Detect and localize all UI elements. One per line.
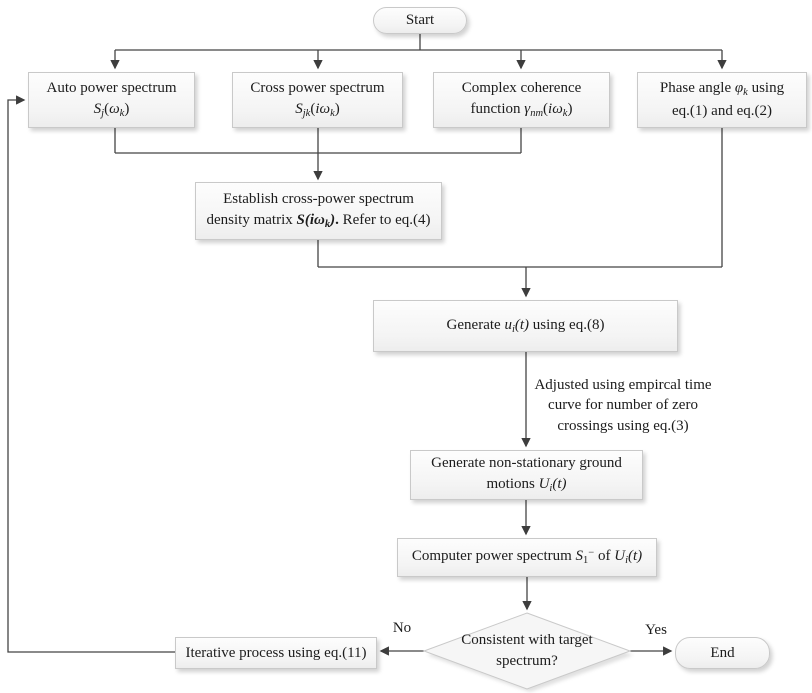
annotation-line3: crossings using eq.(3) xyxy=(557,417,689,434)
iterative-label: Iterative process using eq.(11) xyxy=(185,644,367,661)
node-decision: Consistent with target spectrum? xyxy=(444,618,610,684)
end-label: End xyxy=(710,644,735,661)
node-end: End xyxy=(675,637,770,669)
node-establish-matrix: Establish cross-power spectrum density m… xyxy=(195,182,442,240)
phase-line2: eq.(1) and eq.(2) xyxy=(672,102,772,119)
auto-power-line1: Auto power spectrum xyxy=(46,80,177,97)
node-generate-nonstationary: Generate non-stationary ground motions U… xyxy=(410,450,643,500)
generate-nonstationary-label: Generate non-stationary ground motions U… xyxy=(431,455,622,495)
node-complex-coherence: Complex coherence function γnm(iωk) xyxy=(433,72,610,128)
node-start: Start xyxy=(373,7,467,34)
start-label: Start xyxy=(405,12,435,29)
edge-label-yes: Yes xyxy=(645,622,667,638)
annotation-line1: Adjusted using empircal time xyxy=(534,377,712,393)
coherence-formula: function γnm(iωk) xyxy=(470,101,573,120)
zero-crossing-annotation: Adjusted using empircal time curve for n… xyxy=(528,375,718,436)
phase-line1: Phase angle φk using xyxy=(659,80,785,99)
auto-power-formula: Sj(ωk) xyxy=(93,101,130,120)
annotation-line2: curve for number of zero xyxy=(548,397,698,414)
establish-label: Establish cross-power spectrum density m… xyxy=(206,191,431,231)
node-phase-angle: Phase angle φk using eq.(1) and eq.(2) xyxy=(637,72,807,128)
cross-power-formula: Sjk(iωk) xyxy=(295,101,340,120)
edge-feedback-loop xyxy=(7,95,175,653)
decision-line2: spectrum? xyxy=(496,653,558,669)
node-auto-power-spectrum: Auto power spectrum Sj(ωk) xyxy=(28,72,195,128)
compute-label: Computer power spectrum S1− of Ui(t) xyxy=(411,547,643,567)
node-cross-power-spectrum: Cross power spectrum Sjk(iωk) xyxy=(232,72,403,128)
coherence-line1: Complex coherence xyxy=(461,80,582,97)
decision-diamond xyxy=(422,612,632,690)
generate-u-label: Generate ui(t) using eq.(8) xyxy=(446,316,605,335)
node-iterative-process: Iterative process using eq.(11) xyxy=(175,637,377,669)
node-compute-power-spectrum: Computer power spectrum S1− of Ui(t) xyxy=(397,538,657,577)
edge-label-no: No xyxy=(392,620,412,636)
cross-power-line1: Cross power spectrum xyxy=(250,80,385,97)
node-generate-u: Generate ui(t) using eq.(8) xyxy=(373,300,678,352)
decision-line1: Consistent with target xyxy=(461,632,593,648)
